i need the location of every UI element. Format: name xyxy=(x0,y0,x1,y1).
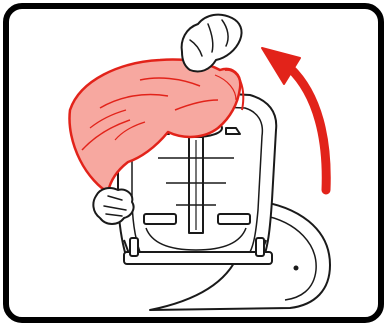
instruction-panel xyxy=(0,0,387,326)
instruction-illustration xyxy=(0,0,387,326)
